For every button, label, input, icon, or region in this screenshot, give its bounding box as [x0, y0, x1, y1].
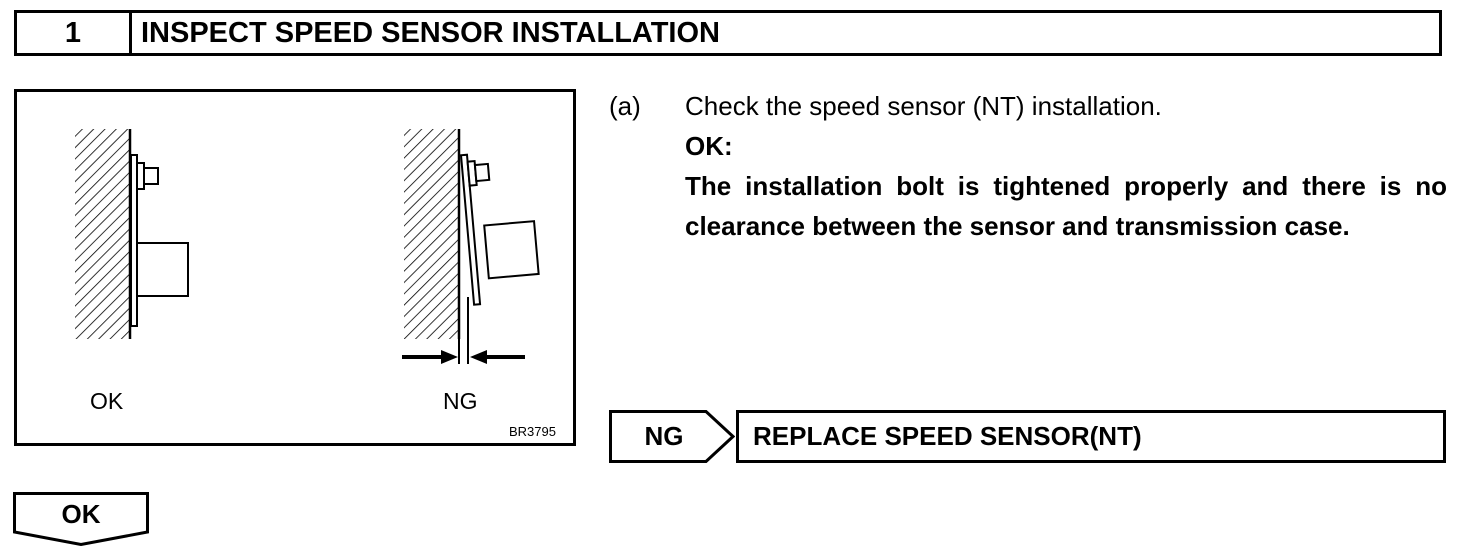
instruction-letter: (a) [609, 91, 641, 121]
ok-result-tag: OK [13, 492, 149, 546]
sensor-installation-illustration: OK NG BR3795 [14, 89, 576, 446]
instruction-block: Check the speed sensor (NT) installation… [685, 86, 1447, 246]
step-number: 1 [17, 13, 132, 53]
step-header: 1 INSPECT SPEED SENSOR INSTALLATION [14, 10, 1442, 56]
ok-sensor-body [136, 242, 189, 297]
ng-tag-label: NG [644, 421, 684, 451]
ng-bolt-head [473, 162, 491, 183]
ok-criteria-text: The installation bolt is tightened prope… [685, 171, 1447, 241]
figure-code: BR3795 [509, 424, 556, 439]
figure-label-ok: OK [90, 388, 124, 414]
ok-case-hatching [75, 129, 130, 339]
ng-tag-shape [609, 410, 735, 463]
ng-sensor-body [483, 220, 540, 280]
sensor-diagram [75, 129, 540, 364]
ok-bolt-washer [136, 162, 145, 190]
ng-sensor-drawing [402, 129, 540, 364]
ok-tag-shape [13, 492, 149, 546]
ng-action-box: REPLACE SPEED SENSOR(NT) [736, 410, 1446, 463]
ng-case-hatching [404, 129, 459, 339]
ok-sensor-flange [130, 154, 138, 327]
step-title: INSPECT SPEED SENSOR INSTALLATION [141, 17, 720, 49]
ok-criteria-label: OK: [685, 131, 733, 161]
ok-bolt-head [143, 167, 159, 185]
figure-label-ng: NG [443, 388, 478, 414]
ng-right-arrow-head [470, 350, 487, 364]
instruction-text: Check the speed sensor (NT) installation… [685, 91, 1162, 121]
ng-result-tag: NG [609, 410, 735, 463]
ok-sensor-drawing [75, 129, 189, 339]
ok-tag-label: OK [61, 499, 101, 529]
ng-sensor-flange [459, 153, 482, 306]
ng-left-arrow-head [441, 350, 458, 364]
